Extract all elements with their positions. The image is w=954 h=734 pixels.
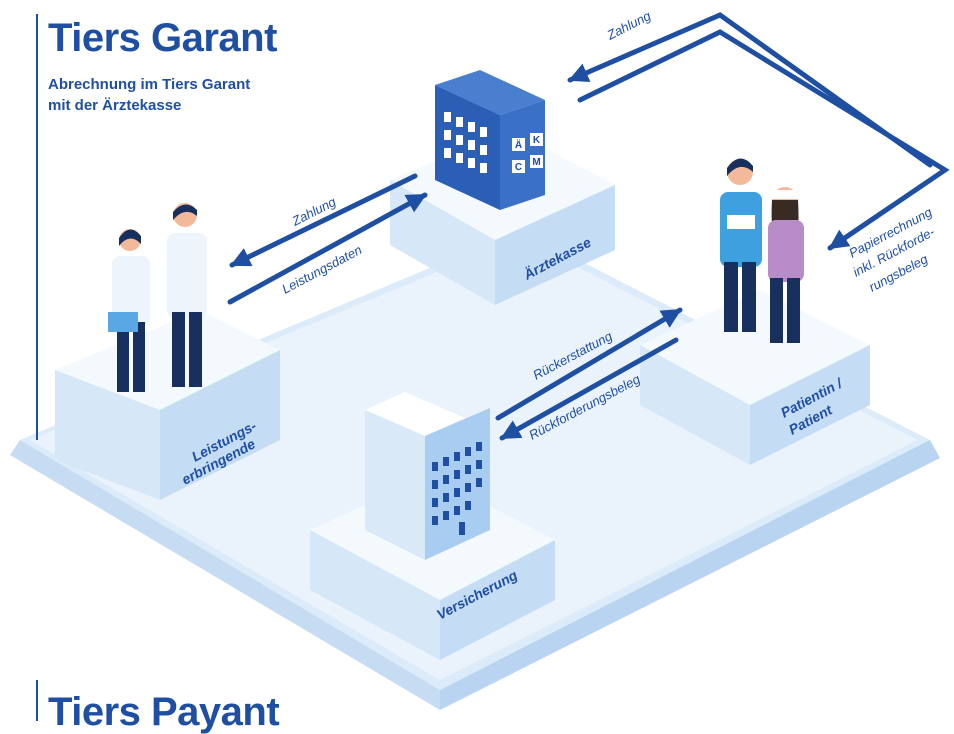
section-accent-bar: [36, 680, 38, 721]
label-zahlung-top: Zahlung: [604, 8, 654, 43]
arrow-rueckforderungsbeleg: [499, 337, 679, 441]
arrow-rueckerstattung: [495, 307, 683, 421]
building-sign: Ä K C M: [512, 133, 543, 173]
sign-letter-1: Ä: [515, 138, 522, 151]
aerztekasse-building: Ä K C M: [435, 70, 545, 210]
arrow-zahlung-top: [567, 12, 933, 168]
leistung-block: [55, 310, 280, 500]
versicherung-building: [365, 392, 490, 560]
building-windows: [444, 112, 487, 173]
arrow-leistungsdaten: [227, 192, 428, 305]
arrow-papierrechnung: [577, 29, 950, 251]
section-title: Tiers Payant: [48, 690, 280, 734]
page-subtitle: Abrechnung im Tiers Garant mit der Ärzte…: [48, 74, 308, 116]
sign-letter-3: C: [515, 162, 522, 173]
title-accent-bar: [36, 14, 38, 440]
patient-block: [640, 290, 870, 465]
versicherung-windows: [432, 442, 482, 535]
subtitle-line-2: mit der Ärztekasse: [48, 97, 182, 114]
arrow-zahlung-left: [229, 173, 418, 268]
sign-letter-4: M: [532, 157, 540, 168]
subtitle-line-1: Abrechnung im Tiers Garant: [48, 76, 251, 93]
arrows: [227, 12, 950, 441]
patient-figures: [720, 158, 804, 343]
sign-letter-2: K: [533, 135, 541, 146]
page-title: Tiers Garant: [48, 16, 277, 60]
doctor-figures: [108, 203, 207, 392]
